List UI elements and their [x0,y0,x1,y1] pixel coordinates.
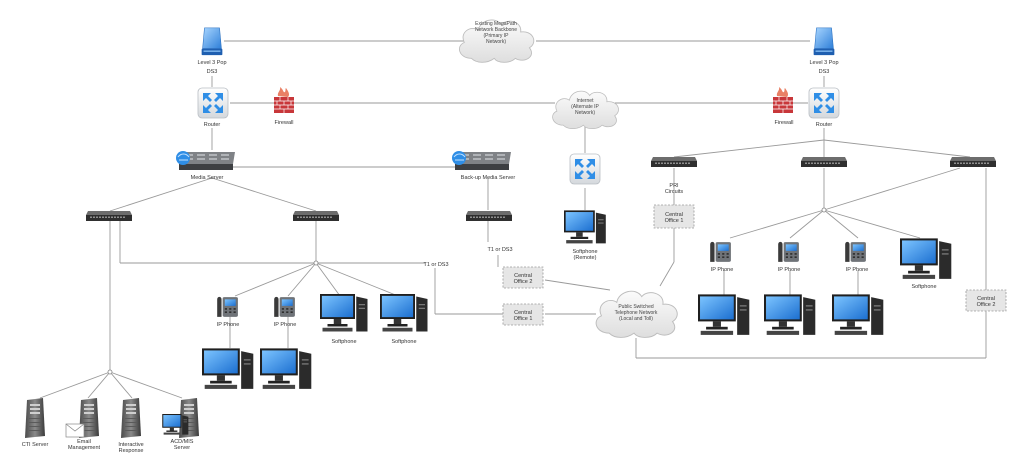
pop-left-label: Level 3 Pop [197,60,226,66]
switch-right-1 [651,157,697,167]
backup-media-server-label: Back-up Media Server [461,175,516,181]
ip-phone-left-2-label: IP Phone [274,322,297,328]
ip-phone-right-1-label: IP Phone [711,267,734,273]
ip-phone-right-3: IP Phone [845,241,869,273]
router-right-label: Router [816,122,833,128]
softphone-right-label: Softphone [911,284,936,290]
cti-server-label: CTI Server [22,442,49,448]
backup-media-server: Back-up Media Server [452,150,516,181]
softphone-left-2-label: Softphone [391,339,416,345]
pop-right: Level 3 Pop DS3 [809,27,839,75]
t1-right-label: T1 or DS3 [487,247,512,253]
media-server-label: Media Server [191,175,224,181]
softphone-left-2: Softphone [380,294,428,345]
firewall-left: Firewall [273,86,295,126]
router-right: Router [808,87,840,128]
media-server: Media Server [176,150,236,181]
softphone-remote: Softphone(Remote) [564,210,606,261]
switch-left-2 [293,211,339,221]
workstation-right-1 [698,294,750,335]
ip-phone-left-1-label: IP Phone [217,322,240,328]
softphone-left-1: Softphone [320,294,368,345]
router-left: Router [197,87,229,128]
firewall-right-label: Firewall [775,120,794,126]
softphone-right: Softphone [900,238,952,290]
t1-left-label: T1 or DS3 [423,262,448,268]
hub-node-right [821,207,827,213]
envelope-icon [65,423,85,438]
switch-right-2 [801,157,847,167]
ip-phone-left-1: IP Phone [217,296,240,328]
softphone-left-1-label: Softphone [331,339,356,345]
switch-backup [466,211,512,221]
ds3-right-label: DS3 [819,69,830,75]
ip-phone-right-3-label: IP Phone [846,267,869,273]
workstation-right-2 [764,294,816,335]
connection-lines [39,40,987,399]
pop-left: Level 3 Pop DS3 [197,27,227,75]
ip-phone-right-2: IP Phone [778,241,801,273]
firewall-left-label: Firewall [275,120,294,126]
cti-server: CTI Server [22,398,49,448]
ip-phone-right-2-label: IP Phone [778,267,801,273]
hub-node-left [313,260,319,266]
workstation-left-1 [202,348,254,389]
ds3-left-label: DS3 [207,69,218,75]
switch-left-1 [86,211,132,221]
hub-node-servers [107,369,113,375]
workstation-left-2 [260,348,312,389]
softphone-remote-label: Softphone(Remote) [572,249,597,261]
firewall-right: Firewall [772,86,794,126]
acd-monitor-icon [162,414,189,435]
router-left-label: Router [204,122,221,128]
ip-phone-right-1: IP Phone [710,241,734,273]
pop-right-label: Level 3 Pop [809,60,838,66]
router-remote [569,153,601,185]
switch-right-3 [950,157,996,167]
workstation-right-3 [832,294,884,335]
ip-phone-left-2: IP Phone [274,296,297,328]
